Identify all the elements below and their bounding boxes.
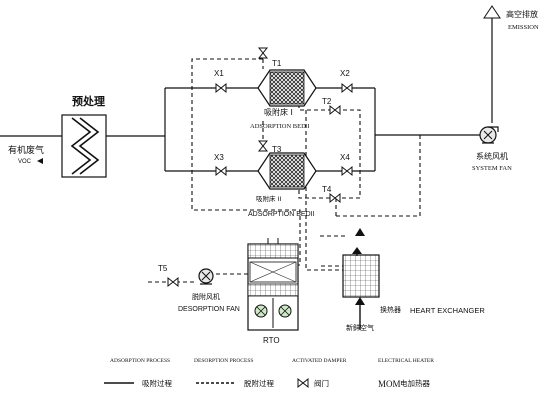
legend-heater-symbol: MOM xyxy=(378,379,401,389)
bed-1-label-cn: 吸附床 I xyxy=(264,107,293,117)
voc-inlet-arrow-icon xyxy=(37,158,43,164)
damper-t2-label: T2 xyxy=(322,97,332,106)
damper-t5-label: T5 xyxy=(158,264,168,273)
legend-adsorption-cn: 吸附过程 xyxy=(142,378,172,388)
legend: ADSORPTION PROCESS DESORPTION PROCESS AC… xyxy=(104,358,434,389)
desorption-fan: 脱附风机 DESORPTION FAN xyxy=(178,268,240,313)
heat-exchanger: 换热器 HEART EXCHANGER xyxy=(342,247,485,315)
voc-label-cn: 有机废气 xyxy=(8,144,44,156)
system-fan-label-en: SYSTEM FAN xyxy=(472,165,512,172)
heat-exchanger-label-en: HEART EXCHANGER xyxy=(410,306,485,315)
bed-2-label-cn: 吸附床 II xyxy=(256,194,281,203)
emission-label-cn: 高空排放 xyxy=(506,9,538,19)
fresh-air-label: 新鲜空气 xyxy=(346,323,374,332)
adsorption-bed-2: 吸附床 II ADSORPTION BEDII xyxy=(248,152,317,218)
damper-x4-label: X4 xyxy=(340,153,350,162)
system-fan: 系统风机 SYSTEM FAN xyxy=(472,126,512,172)
damper-x4: X4 xyxy=(340,153,353,177)
fresh-air-arrow-icon xyxy=(355,297,365,305)
pretreatment-unit: 预处理 xyxy=(61,94,107,178)
legend-adsorption-en: ADSORPTION PROCESS xyxy=(110,358,170,364)
damper-t5: T5 xyxy=(158,264,179,288)
system-fan-label-cn: 系统风机 xyxy=(476,151,508,161)
heat-exchanger-label-cn: 换热器 xyxy=(380,305,401,314)
heat-exchanger-up-arrow-icon xyxy=(352,247,362,254)
legend-damper-cn: 阀门 xyxy=(314,379,329,388)
damper-x3: X3 xyxy=(214,153,227,177)
damper-x2: X2 xyxy=(340,69,353,94)
legend-heater-cn: 电加热器 xyxy=(400,378,430,388)
voc-label-en: VOC xyxy=(18,159,32,165)
damper-t3: T3 xyxy=(257,140,282,154)
emission-label-en: EMISSION xyxy=(508,24,539,31)
damper-t4-label: T4 xyxy=(322,185,332,194)
legend-heater-en: ELECTRICAL HEATER xyxy=(378,358,434,364)
bed-2-label-en: ADSORPTION BEDII xyxy=(248,211,315,218)
rto-label: RTO xyxy=(263,336,280,345)
damper-t4: T4 xyxy=(322,185,341,204)
legend-damper-icon xyxy=(297,377,309,389)
legend-damper-en: ACTIVATED DAMPER xyxy=(292,358,347,364)
pretreatment-label: 预处理 xyxy=(72,94,105,108)
rto-unit: RTO xyxy=(247,238,299,345)
desorption-piping xyxy=(148,58,421,283)
bed-1-label-en: ADSORPTION BED I xyxy=(250,123,310,130)
legend-desorption-cn: 脱附过程 xyxy=(244,378,274,388)
desorption-fan-label-cn: 脱附风机 xyxy=(192,292,220,301)
return-up-arrow-icon xyxy=(355,228,365,236)
damper-t1: T1 xyxy=(257,47,282,68)
adsorption-bed-1: 吸附床 I ADSORPTION BED I xyxy=(250,69,317,130)
damper-t2: T2 xyxy=(322,97,341,116)
emission-stack-cap-icon xyxy=(483,5,501,19)
damper-x1-label: X1 xyxy=(214,69,224,78)
damper-x1: X1 xyxy=(214,69,227,94)
legend-desorption-en: DESORPTION PROCESS xyxy=(194,358,253,364)
damper-t1-label: T1 xyxy=(272,59,282,68)
damper-x2-label: X2 xyxy=(340,69,350,78)
damper-x3-label: X3 xyxy=(214,153,224,162)
desorption-fan-label-en: DESORPTION FAN xyxy=(178,306,240,313)
damper-t3-label: T3 xyxy=(272,145,282,154)
